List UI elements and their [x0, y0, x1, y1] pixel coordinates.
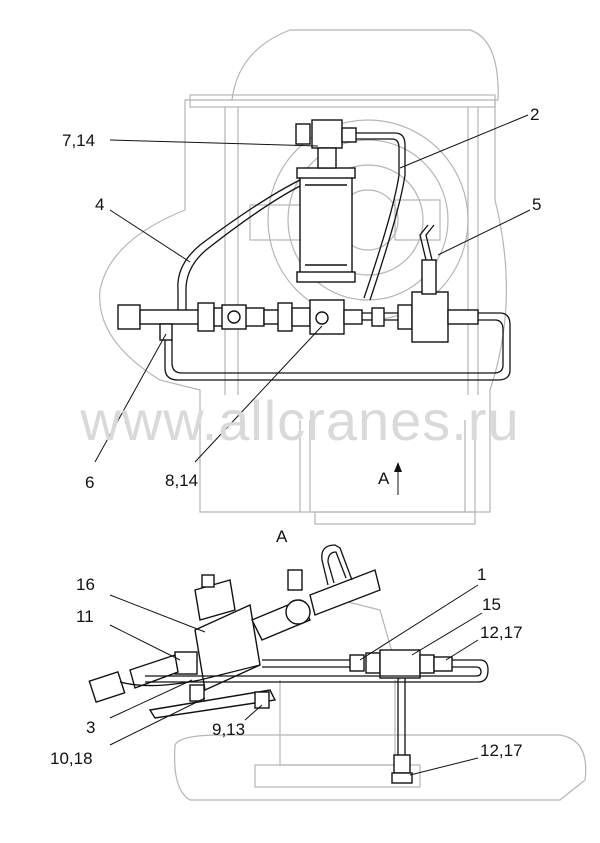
callout-4: 4	[95, 195, 104, 214]
callout-12-17-lower: 12,17	[480, 741, 523, 760]
top-view-labels: 7,14 2 4 5 6 8,14 A	[62, 105, 541, 492]
callout-1: 1	[477, 565, 486, 584]
arrow-view-label: A	[378, 469, 390, 488]
callout-6: 6	[85, 473, 94, 492]
callout-3: 3	[86, 718, 95, 737]
watermark-text: www.allcranes.ru	[79, 389, 519, 452]
callout-9-13: 9,13	[212, 720, 245, 739]
view-a-leaders	[109, 584, 483, 776]
section-view-label: A	[276, 527, 288, 546]
top-view-parts	[117, 119, 511, 495]
callout-11: 11	[76, 607, 94, 626]
callout-2: 2	[530, 105, 539, 124]
view-a-background	[173, 599, 587, 801]
callout-15: 15	[482, 595, 501, 614]
callout-16: 16	[76, 575, 95, 594]
callout-8-14: 8,14	[165, 471, 198, 490]
view-a-parts	[88, 544, 489, 784]
callout-5: 5	[532, 195, 541, 214]
callout-7-14: 7,14	[62, 131, 95, 150]
view-a-labels: 16 1 11 15 12,17 3 9,13 10,18 12,17	[50, 565, 523, 768]
top-view-leaders	[94, 114, 531, 463]
callout-12-17-upper: 12,17	[480, 623, 523, 642]
callout-10-18: 10,18	[50, 749, 93, 768]
